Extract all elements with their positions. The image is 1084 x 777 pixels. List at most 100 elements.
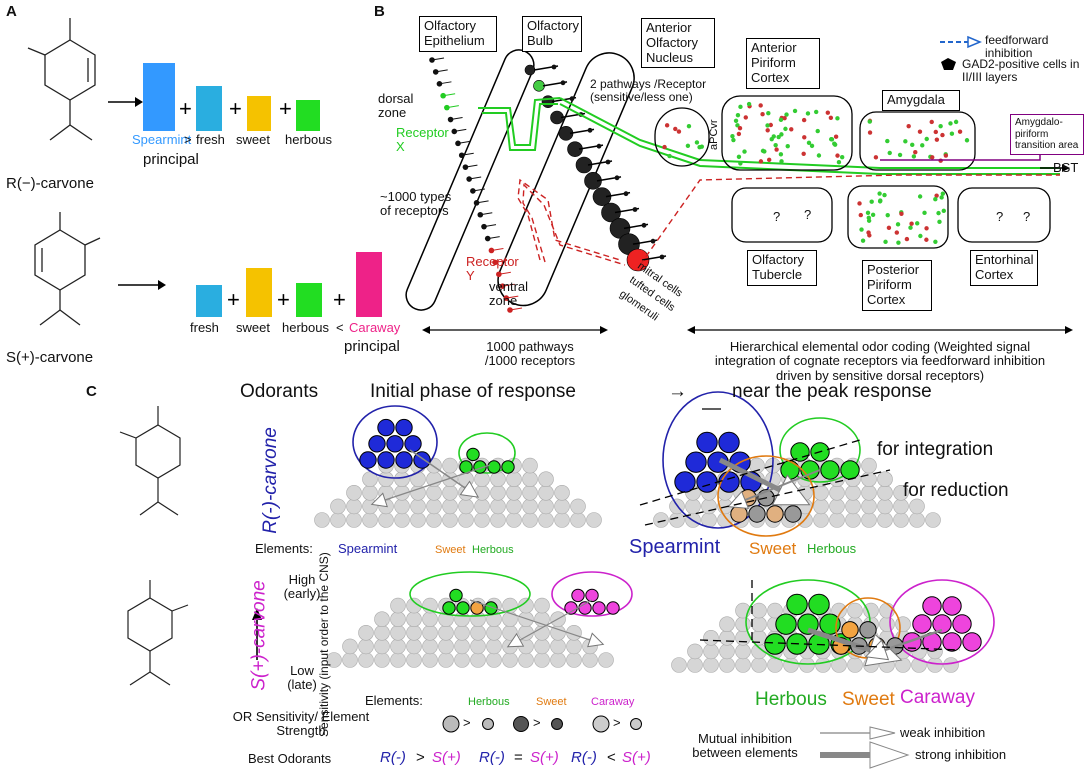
element-neuron — [859, 621, 877, 639]
gray-element — [534, 597, 550, 614]
neuron-dot — [934, 193, 939, 198]
mitral-cell — [641, 222, 647, 228]
neuron-dot — [917, 194, 923, 199]
neuron-dot — [938, 123, 943, 129]
neuron-dot — [939, 195, 944, 200]
element-neuron — [571, 588, 585, 603]
neuron-dot — [778, 117, 784, 123]
gray-element — [342, 652, 358, 668]
neuron-dot — [774, 147, 779, 152]
element-neuron — [820, 460, 840, 480]
mitral-cell — [632, 207, 638, 212]
gray-element — [909, 498, 925, 515]
neuron-dot — [886, 225, 892, 231]
neuron-dot — [933, 129, 938, 135]
peak-heading: near the peak response — [732, 381, 932, 402]
element-neuron — [395, 451, 413, 469]
element-neuron — [784, 505, 802, 523]
elements-label-r: Elements: — [255, 541, 313, 556]
neuron-dot — [920, 143, 925, 148]
gray-element — [861, 512, 877, 528]
neuron-dot — [865, 210, 871, 216]
gray-element — [701, 498, 717, 515]
svg-text:+: + — [229, 96, 242, 121]
neuron-dot — [924, 226, 929, 231]
neuron-dot — [816, 153, 822, 158]
element-neuron — [487, 460, 501, 474]
herbous-peak-r: Herbous — [807, 541, 857, 556]
gray-element — [735, 616, 751, 633]
gray-element — [522, 471, 538, 488]
element-neuron — [377, 418, 395, 437]
gray-element — [374, 638, 390, 655]
neuron-dot — [867, 130, 873, 135]
neuron-dot — [766, 157, 772, 163]
cmp-gt-3: > — [613, 715, 621, 730]
neuron-dot — [915, 221, 920, 226]
element-neuron — [840, 460, 860, 480]
box-amy-transition: Amygdalo-piriform transition area — [1010, 114, 1084, 155]
q2: ? — [804, 207, 812, 222]
panel-letter-c: C — [86, 383, 97, 400]
neuron-dot — [859, 227, 864, 232]
gray-element — [406, 624, 422, 641]
element-neuron — [685, 451, 707, 473]
box-ppc: Posterior Piriform Cortex — [862, 260, 932, 311]
gray-element — [394, 498, 410, 515]
best-s-2: S(+) — [530, 749, 559, 766]
sweet-label-s: sweet — [236, 320, 270, 335]
apcvr-label: aPCvr — [708, 119, 720, 150]
gray-element — [847, 657, 863, 673]
gray-element — [570, 498, 586, 515]
neuron-dot — [885, 138, 890, 144]
gray-element — [538, 471, 554, 488]
gray-element — [829, 512, 845, 528]
pathways-label: 1000 pathways /1000 receptors — [484, 339, 576, 369]
element-neuron — [790, 442, 810, 462]
gray-element — [717, 512, 733, 528]
element-neuron — [484, 601, 498, 615]
element-neuron — [718, 471, 740, 493]
neuron-dot — [813, 109, 819, 115]
gray-element — [582, 652, 598, 668]
neuron-dot — [885, 212, 890, 218]
gray-element — [490, 484, 506, 501]
gray-element — [454, 638, 470, 655]
neuron-dot — [957, 129, 963, 134]
neuron-dot — [662, 144, 667, 150]
element-neuron — [764, 633, 786, 655]
spearmint-peak: Spearmint — [629, 536, 721, 558]
gray-element — [813, 512, 829, 528]
gray-element — [390, 652, 406, 668]
gray-element — [394, 512, 410, 528]
r-carvone-molecule-a — [27, 18, 96, 141]
neuron-dot — [913, 149, 918, 155]
gray-element — [719, 643, 735, 660]
neuron-dot — [686, 123, 692, 129]
neuron-dot — [771, 134, 776, 139]
box-tubercle: Olfactory Tubercle — [747, 250, 817, 286]
neuron-dot — [743, 115, 748, 120]
gray-element — [358, 638, 374, 655]
for-integration: for integration — [877, 439, 994, 460]
neuron-dot — [933, 239, 938, 244]
gray-element — [538, 484, 554, 501]
gray-element — [877, 484, 893, 501]
gray-element — [751, 657, 767, 673]
gray-element — [330, 498, 346, 515]
neuron-dot — [733, 118, 739, 123]
neuron-dot — [934, 137, 940, 142]
element-neuron — [377, 451, 395, 469]
neuron-dot — [833, 134, 839, 139]
gray-element — [685, 498, 701, 515]
neuron-dot — [894, 230, 900, 235]
svg-text:+: + — [279, 96, 292, 121]
gray-element — [554, 498, 570, 515]
gt-a: > — [184, 132, 192, 147]
element-ring — [458, 432, 516, 474]
gray-element — [703, 629, 719, 646]
gray-element — [518, 624, 534, 641]
best-r-2: R(-) — [479, 749, 505, 766]
neuron-dot — [873, 155, 879, 160]
legend-gad2: GAD2-positive cells in II/III layers — [962, 57, 1080, 85]
